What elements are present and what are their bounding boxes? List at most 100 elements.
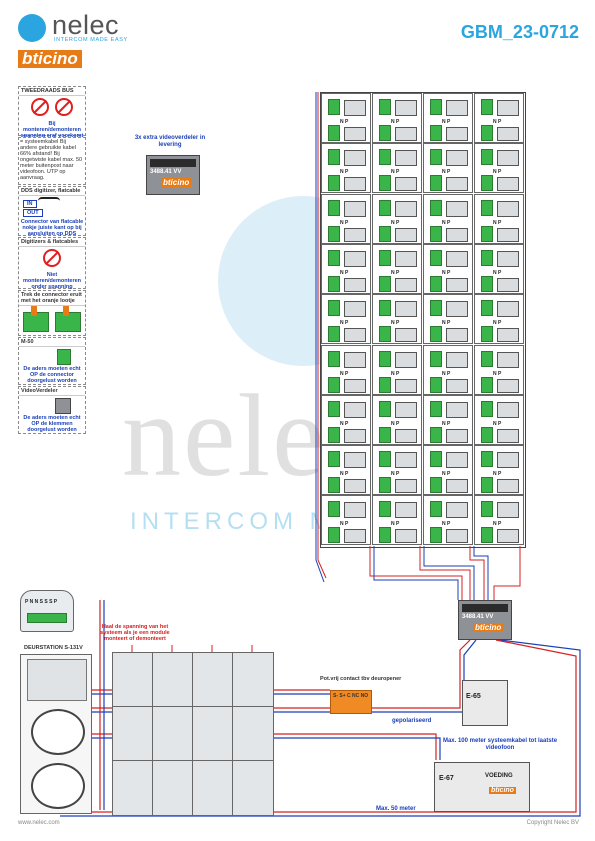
psu-label: E-67 <box>439 775 454 782</box>
connector-icon <box>430 275 442 292</box>
note-title: VideoVerdeler <box>19 387 85 396</box>
connector-icon <box>481 451 493 468</box>
connector-icon <box>379 451 391 468</box>
door-station-module <box>192 760 234 816</box>
monitor-icon <box>344 301 366 318</box>
connector-icon <box>379 400 391 417</box>
videophone-cell: N P <box>372 243 422 294</box>
connector-icon <box>379 350 391 367</box>
videophone-cell: N P <box>474 193 524 244</box>
monitor-icon <box>344 378 366 393</box>
terminal-label: N P <box>340 420 349 427</box>
keypad-terminals: P N N S S S P <box>25 599 58 605</box>
monitor-icon <box>344 177 366 192</box>
door-station-module <box>152 652 194 708</box>
connector-icon <box>379 249 391 266</box>
videophone-cell: N P <box>423 344 473 395</box>
terminal-label: N P <box>340 370 349 377</box>
monitor-icon <box>446 250 468 267</box>
monitor-icon <box>446 502 468 519</box>
relay-label: Pot.vrij contact tbv deuropener <box>320 676 402 682</box>
note-title: M-50 <box>19 338 85 347</box>
videophone-cell: N P <box>321 243 371 294</box>
videophone-cell: N P <box>372 143 422 194</box>
terminal-label: N P <box>442 320 451 327</box>
note-title: Trek de connector eruit met het oranje l… <box>19 291 85 306</box>
connector-icon <box>481 400 493 417</box>
prohibited-icon <box>54 98 73 116</box>
videophone-cell: N P <box>321 93 371 143</box>
door-station-module <box>112 706 154 762</box>
monitor-icon <box>344 100 366 116</box>
door-station-module <box>27 659 87 701</box>
relay-module: S- S+ C NC NO <box>330 690 372 714</box>
door-station-module <box>232 760 274 816</box>
connector-icon <box>328 225 340 242</box>
videophone-cell: N P <box>423 445 473 496</box>
videophone-cell: N P <box>474 394 524 445</box>
note-title: DDS digitizer, flatcable <box>19 187 85 196</box>
connector-icon <box>430 125 442 141</box>
brand-tagline: INTERCOM MADE EASY <box>54 37 128 43</box>
connector-icon <box>481 501 493 518</box>
monitor-icon <box>497 100 519 116</box>
monitor-icon <box>497 277 519 292</box>
terminal-icon <box>55 398 71 414</box>
power-supply-e67: E-67 VOEDING bticino <box>434 762 530 812</box>
videophone-cell: N P <box>321 193 371 244</box>
monitor-icon <box>446 328 468 343</box>
door-station-module <box>232 652 274 708</box>
monitor-icon <box>446 150 468 167</box>
monitor-icon <box>395 428 417 443</box>
videophone-cell: N P <box>321 445 371 496</box>
orange-tab-icon <box>31 306 37 316</box>
monitor-icon <box>497 351 519 368</box>
door-station-module <box>152 706 194 762</box>
connector-icon <box>328 451 340 468</box>
note-title: TWEEDRAADS BUS <box>19 87 85 96</box>
connector-icon <box>328 477 340 494</box>
videophone-cell: N P <box>321 344 371 395</box>
connector-icon <box>430 477 442 494</box>
monitor-icon <box>344 452 366 469</box>
terminal-label: N P <box>391 521 400 528</box>
door-station-label: DEURSTATION S-131V <box>24 645 83 651</box>
connector-icon <box>379 501 391 518</box>
terminal-label: N P <box>391 219 400 226</box>
connector-icon <box>481 426 493 443</box>
bus-wires-grid-down <box>369 546 521 600</box>
wire <box>493 546 521 600</box>
speaker-icon <box>31 709 85 755</box>
monitor-icon <box>497 401 519 418</box>
monitor-icon <box>344 277 366 292</box>
terminal-label: N P <box>340 471 349 478</box>
distributor-terminals <box>462 604 508 612</box>
connector-icon <box>379 477 391 494</box>
monitor-icon <box>344 529 366 544</box>
monitor-icon <box>497 479 519 494</box>
video-distributor: 3488.41 VV bticino <box>146 155 200 195</box>
terminal-label: N P <box>340 119 349 125</box>
connector-icon <box>481 350 493 367</box>
monitor-icon <box>497 127 519 141</box>
warning-note: Haal de spanning van het systeem als je … <box>100 624 170 642</box>
door-station-module <box>152 760 194 816</box>
door-station-keypad: P N N S S S P <box>20 590 74 632</box>
videophone-cell: N P <box>372 394 422 445</box>
nelec-logo-icon <box>18 14 46 42</box>
max-100-label: Max. 100 meter systeemkabel tot laatste … <box>442 738 558 751</box>
videophone-cell: N P <box>321 143 371 194</box>
monitor-icon <box>395 250 417 267</box>
wire <box>315 92 325 583</box>
videophone-cell: N P <box>474 445 524 496</box>
connector-icon <box>481 300 493 317</box>
terminal-label: N P <box>391 119 400 125</box>
videophone-cell: N P <box>474 93 524 143</box>
orange-tab-icon <box>63 306 69 316</box>
videophone-cell: N P <box>321 495 371 546</box>
door-station-module <box>192 706 234 762</box>
connector-icon <box>328 501 340 518</box>
distributor-brand: bticino <box>473 623 504 632</box>
connector-icon <box>481 225 493 242</box>
videophone-cell: N P <box>321 294 371 345</box>
